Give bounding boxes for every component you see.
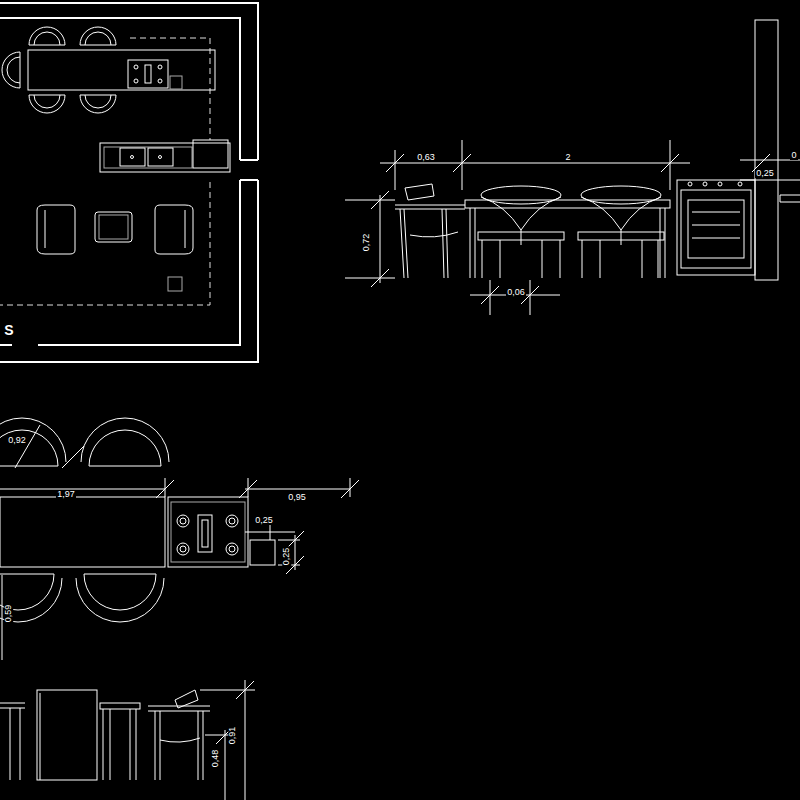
dimension-label: 0,95 [287,493,307,502]
dimension-label: 0,06 [506,288,526,297]
dimension-label: 0 [790,151,797,160]
title-fragment: S [3,323,14,337]
dimension-label: 2 [564,153,571,162]
dimension-label: 0,91 [229,725,238,745]
dimension-label: 0,48 [212,748,221,768]
dimension-label: 0,25 [254,516,274,525]
dimension-label: 1,97 [56,490,76,499]
dimension-label: 0,72 [363,232,372,252]
dimension-label: 0,25 [283,546,292,566]
dimension-label: 0,59 [5,603,14,623]
dimension-label: 0,92 [7,436,27,445]
dimension-label: 0,63 [416,153,436,162]
dimension-label: 0,25 [755,169,775,178]
